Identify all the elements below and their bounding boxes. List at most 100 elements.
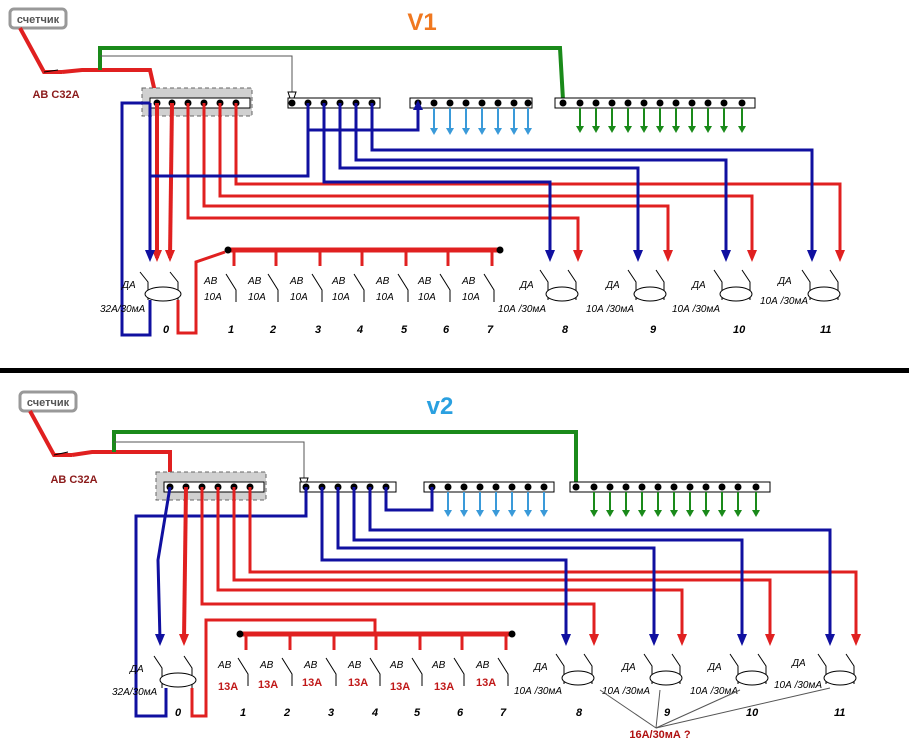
comb-busbar-end-left (236, 630, 244, 638)
rcd-main-blue-drop (156, 486, 172, 641)
breaker-7-top: АВ (461, 276, 476, 287)
comb-busbar-end-right (508, 630, 516, 638)
breaker-row: АВ 10А 1 АВ 10А 2 АВ 10А 3 АВ 10А 4 (203, 273, 495, 336)
rcd-main-to-bus-wire (190, 618, 377, 718)
breaker-4-number: 4 (371, 707, 378, 719)
breaker-1-top: АВ (217, 660, 232, 671)
breaker-2-number: 2 (269, 324, 276, 336)
rcbo-row: ДА 10А /30мА 8 ДА 10А /30мА 9 ДА 10А /30… (514, 653, 857, 719)
breaker-2-number: 2 (283, 707, 290, 719)
breaker-5-bottom: 10А (376, 292, 394, 303)
rcbo-9-number: 9 (664, 707, 671, 719)
rcbo-8-bottom: 10А /30мА (498, 304, 546, 315)
breaker-1: АВ 13А 1 (217, 657, 249, 719)
breaker-row: АВ 13А 1 АВ 13А 2 АВ 13А 3 АВ 13А 4 (217, 657, 509, 719)
neutral-output-busbar (423, 481, 555, 493)
diagram-title: V1 (407, 9, 436, 36)
breaker-3: АВ 13А 3 (302, 657, 337, 719)
rcd-main-blue-arrow (145, 250, 155, 262)
rcbo-11-number: 11 (820, 324, 831, 336)
breaker-2-top: АВ (247, 276, 262, 287)
breaker-5-bottom: 13А (390, 681, 410, 693)
breaker-6-bottom: 10А (418, 292, 436, 303)
ground-busbar (569, 481, 771, 493)
neutral-output-arrows (447, 492, 545, 512)
rcbo-11: ДА 10А /30мА 11 (774, 653, 857, 719)
meter-box (18, 390, 78, 413)
rcd-main-blue-arrow (155, 634, 165, 646)
comb-busbar-end-right (496, 246, 504, 254)
breaker-6-number: 6 (457, 707, 464, 719)
neutral-busbar (287, 97, 381, 109)
breaker-3-top: АВ (289, 276, 304, 287)
rcd-main-bottom-label: 32А/30мА (112, 687, 158, 698)
rcbo-8-bottom: 10А /30мА (514, 686, 562, 697)
rcbo-11-top: ДА (791, 658, 806, 669)
rcbo-10-top: ДА (691, 280, 706, 291)
rcbo-8-number: 8 (562, 324, 569, 336)
ground-output-arrowheads (576, 126, 746, 133)
rcd-main-neutral-wire (134, 487, 308, 718)
breaker-4: АВ 13А 4 (347, 657, 381, 719)
breaker-1-bottom: 13А (218, 681, 238, 693)
rcbo-11: ДА 10А /30мА 11 (760, 269, 841, 336)
comb-busbar-teeth (232, 250, 494, 266)
rcbo-feed-wires (200, 487, 858, 640)
breaker-5: АВ 10А 5 (375, 273, 409, 336)
rcbo-10-number: 10 (746, 707, 759, 719)
breaker-1: АВ 10А 1 (203, 273, 237, 336)
rcbo-9-bottom: 10А /30мА (586, 304, 634, 315)
breaker-3-top: АВ (303, 660, 318, 671)
rcd-main-top-label: ДА (121, 280, 136, 291)
main-breaker-label: АВ С32А (32, 89, 79, 101)
ground-busbar-terminals (559, 99, 746, 107)
rcd-main-phase-arrow (179, 634, 189, 646)
meter-feed-wire (18, 27, 157, 93)
breaker-5: АВ 13А 5 (389, 657, 423, 719)
meter-label: счетчик (27, 397, 70, 409)
rcbo-8-top: ДА (533, 662, 548, 673)
breaker-7-bottom: 10А (462, 292, 480, 303)
rcbo-9-bottom: 10А /30мА (602, 686, 650, 697)
rcbo-8: ДА 10А /30мА 8 (514, 653, 595, 719)
rcbo-8-number: 8 (576, 707, 583, 719)
breaker-6-top: АВ (417, 276, 432, 287)
rcd-main-phase-wire (182, 486, 188, 641)
rcbo-9-number: 9 (650, 324, 657, 336)
note-pointer-lines (599, 687, 831, 729)
neutral-busbar (299, 481, 397, 493)
meter-box (8, 7, 68, 30)
main-breaker-contact (43, 69, 59, 73)
breaker-6: АВ 13А 6 (431, 657, 465, 719)
neutral-output-terminals (428, 483, 548, 491)
breaker-4-top: АВ (331, 276, 346, 287)
diagram-v2: v2 счетчик АВ С32А (18, 390, 861, 741)
rcd-main-neutral-wire (120, 101, 152, 337)
ground-output-arrows (579, 108, 743, 128)
breaker-2: АВ 13А 2 (258, 657, 293, 719)
rcbo-9: ДА 10А /30мА 9 (586, 269, 667, 336)
breaker-2-bottom: 10А (248, 292, 266, 303)
rcbo-10: ДА 10А /30мА 10 (672, 269, 753, 336)
rcbo-9: ДА 10А /30мА 9 (602, 653, 683, 719)
breaker-5-number: 5 (414, 707, 421, 719)
rcd-main-out-phase (168, 102, 174, 259)
breaker-6-bottom: 13А (434, 681, 454, 693)
breaker-3-number: 3 (315, 324, 321, 336)
breaker-5-top: АВ (375, 276, 390, 287)
neutral-output-arrows (433, 108, 529, 130)
neutral-feed-wire (114, 441, 305, 486)
breaker-6-number: 6 (443, 324, 450, 336)
ground-output-arrows (593, 492, 757, 512)
rcbo-feed-wires (150, 103, 842, 258)
breaker-3-bottom: 10А (290, 292, 308, 303)
breaker-6-top: АВ (431, 660, 446, 671)
rcbo-11-top: ДА (777, 276, 792, 287)
rcd-main: ДА 32А/30мА 0 (112, 655, 197, 719)
rcd-main-number: 0 (163, 324, 170, 336)
rcd-main-to-bus-wire (176, 250, 226, 335)
breaker-1-bottom: 10А (204, 292, 222, 303)
rcbo-phase-arrowheads (573, 250, 845, 262)
rcbo-10-bottom: 10А /30мА (672, 304, 720, 315)
